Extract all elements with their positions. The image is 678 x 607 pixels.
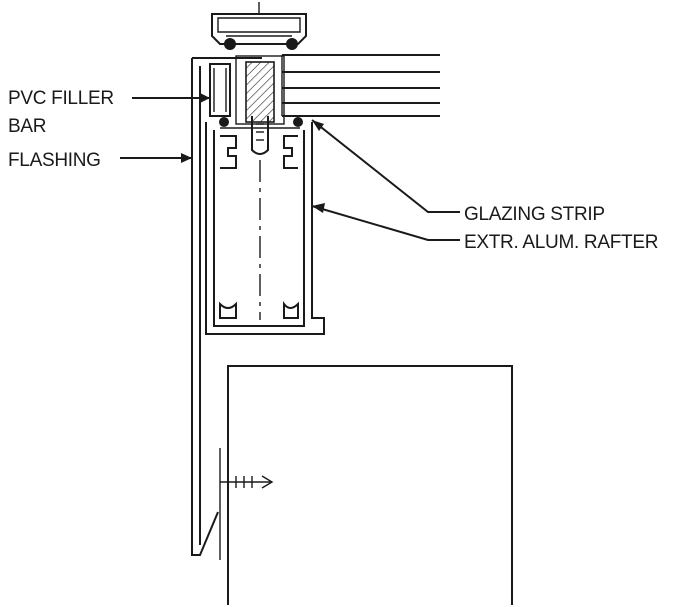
flashing-strip <box>191 57 262 556</box>
label-flashing: FLASHING <box>8 150 101 171</box>
label-glazing-strip: GLAZING STRIP <box>464 204 605 225</box>
rafter-extrusion <box>205 116 325 335</box>
center-spacer <box>235 55 285 125</box>
label-rafter: EXTR. ALUM. RAFTER <box>464 232 658 253</box>
label-pvc-filler-bar-line1: PVC FILLER <box>8 88 114 109</box>
wall-frame <box>219 365 513 605</box>
glazing-panels <box>281 54 440 117</box>
top-cap <box>211 2 307 50</box>
glazing-strip-gaskets <box>219 117 303 127</box>
label-pvc-filler-bar-line2: BAR <box>8 116 46 137</box>
pvc-filler-bar <box>209 63 231 117</box>
cap-gasket-left <box>224 38 236 50</box>
leader-lines <box>120 93 460 241</box>
cap-gasket-right <box>286 38 298 50</box>
